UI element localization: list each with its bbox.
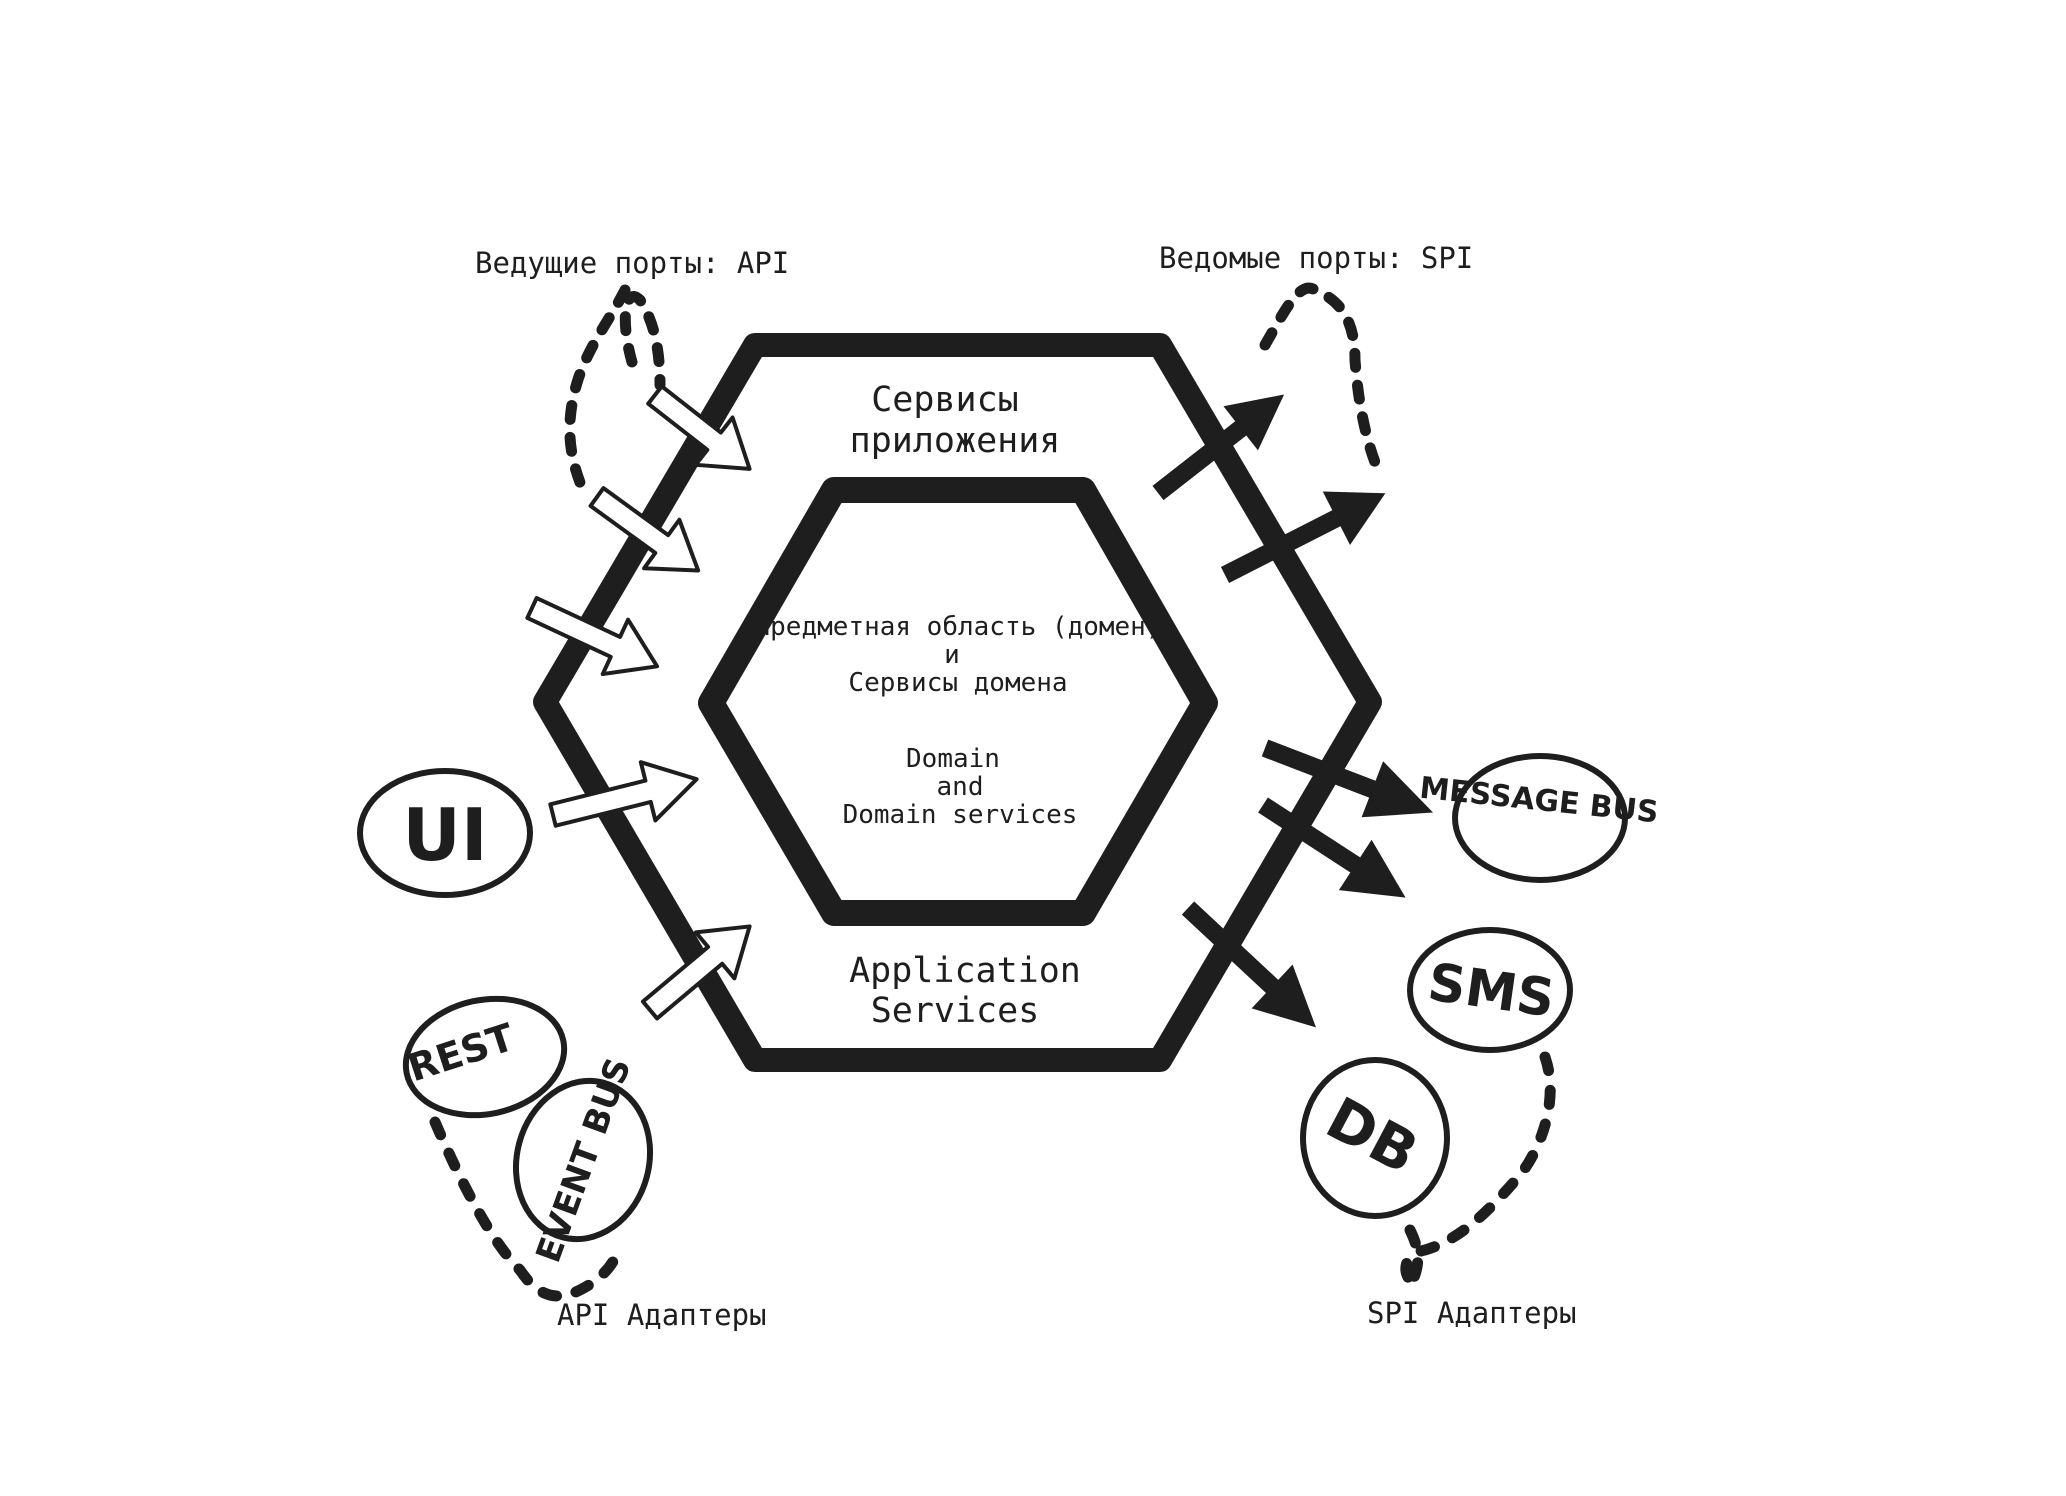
domain-title-en-line1: Domain <box>906 744 1000 774</box>
inner-hexagon <box>698 477 1218 926</box>
spi-adapters-label: SPI Адаптеры <box>1367 1296 1577 1330</box>
app-services-en-line1: Application <box>849 951 1081 991</box>
driven-port-arrow <box>1152 394 1285 501</box>
db-adapter-ellipse <box>1300 1057 1450 1219</box>
driving-port-arrow <box>588 486 701 573</box>
domain-title-ru-line1: Предметная область (домен) <box>755 612 1162 642</box>
outer-hexagon <box>533 333 1382 1072</box>
api-adapters-bracket <box>429 1116 626 1302</box>
ui-adapter-ellipse <box>357 768 533 898</box>
driven-port-arrow <box>1258 797 1406 898</box>
app-services-ru-line2: приложения <box>850 421 1061 461</box>
ui-adapter-label: UI <box>402 793 487 877</box>
app-services-ru-line1: Сервисы <box>871 380 1019 420</box>
driving-ports-bracket <box>564 284 666 501</box>
driven-ports-label: Ведомые порты: SPI <box>1159 241 1473 275</box>
driving-ports-label: Ведущие порты: API <box>475 246 789 280</box>
domain-title-en-line2: and <box>937 772 984 802</box>
sms-adapter-ellipse <box>1407 927 1573 1053</box>
rest-adapter-ellipse <box>402 995 568 1119</box>
driving-port-arrow <box>640 924 752 1021</box>
driven-port-arrow <box>1181 901 1316 1028</box>
domain-title-en-line3: Domain services <box>843 800 1078 830</box>
driving-port-arrow <box>646 384 752 471</box>
spi-adapters-bracket <box>1400 1051 1556 1288</box>
api-adapters-label: API Адаптеры <box>557 1298 767 1332</box>
driven-ports-bracket <box>1259 282 1386 481</box>
driving-port-arrow <box>548 760 699 828</box>
driving-port-arrow <box>525 596 660 677</box>
domain-title-ru-line3: Сервисы домена <box>848 668 1067 698</box>
driven-port-arrow <box>1261 739 1434 818</box>
domain-title-ru-line2: и <box>944 640 960 670</box>
event-bus-adapter-ellipse <box>512 1077 654 1243</box>
driven-port-arrow <box>1220 491 1386 584</box>
app-services-en-line2: Services <box>871 991 1040 1031</box>
message-bus-adapter-ellipse <box>1452 753 1628 883</box>
